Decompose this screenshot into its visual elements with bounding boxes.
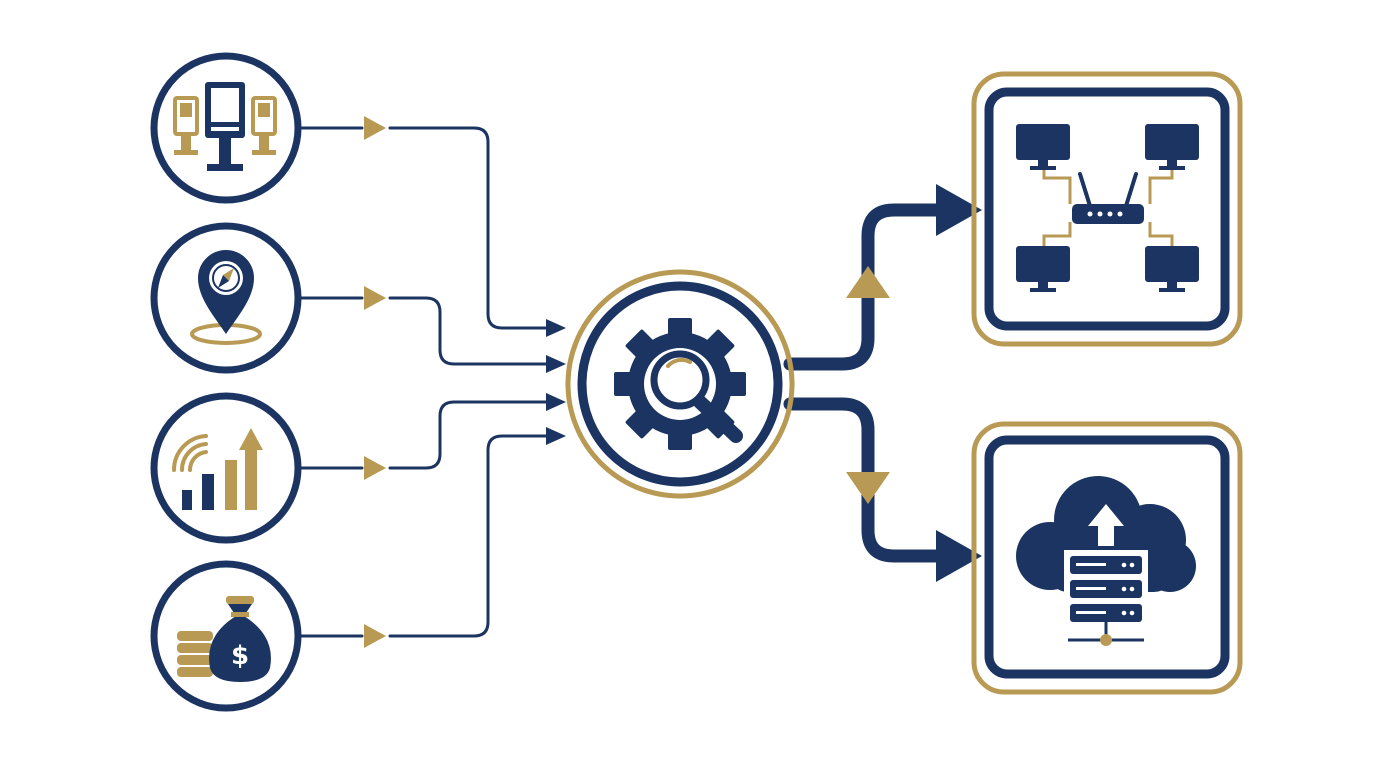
output-node-network bbox=[971, 71, 1243, 347]
hub-outer-gold-ring bbox=[565, 269, 795, 499]
input-node-signal bbox=[150, 392, 302, 544]
gold-arrow-kiosk bbox=[364, 116, 386, 140]
arrowhead-hub-3 bbox=[546, 393, 566, 411]
connector-finance bbox=[298, 434, 550, 638]
output-cloud-gold-frame bbox=[971, 421, 1243, 695]
central-hub bbox=[565, 269, 795, 499]
signal-growth-chart-icon bbox=[171, 428, 263, 510]
input-node-kiosk bbox=[150, 52, 302, 204]
input-connectors bbox=[298, 126, 550, 638]
arrowhead-cloud bbox=[936, 530, 982, 582]
input-node-location bbox=[150, 222, 302, 374]
output-network-gold-frame bbox=[971, 71, 1243, 347]
gold-arrow-finance bbox=[364, 624, 386, 648]
gold-up-arrow bbox=[846, 266, 890, 298]
output-node-cloud bbox=[971, 421, 1243, 695]
connector-kiosk bbox=[298, 126, 550, 330]
money-bag-coins-icon: $ bbox=[175, 596, 271, 682]
arrowhead-hub-1 bbox=[546, 319, 566, 337]
gold-down-arrow bbox=[846, 472, 890, 504]
arrowhead-network bbox=[936, 184, 982, 236]
arrowhead-hub-4 bbox=[546, 427, 566, 445]
kiosk-terminals-icon bbox=[173, 82, 277, 171]
gold-arrow-location bbox=[364, 286, 386, 310]
gold-arrow-markers bbox=[364, 116, 386, 648]
gold-direction-markers bbox=[846, 266, 890, 504]
network-router-computers-icon bbox=[1016, 124, 1199, 292]
arrowhead-hub-2 bbox=[546, 355, 566, 373]
gold-arrow-signal bbox=[364, 456, 386, 480]
dollar-sign: $ bbox=[231, 641, 249, 671]
output-arrowheads bbox=[936, 184, 982, 582]
output-connectors bbox=[783, 203, 943, 563]
navy-arrowheads-to-hub bbox=[546, 319, 566, 445]
gear-magnifier-icon bbox=[614, 318, 746, 450]
cloud-server-upload-icon bbox=[1016, 476, 1196, 646]
location-pin-compass-icon bbox=[190, 250, 262, 345]
input-node-finance: $ bbox=[150, 560, 302, 712]
connector-location bbox=[298, 296, 550, 366]
connector-signal bbox=[298, 400, 550, 470]
